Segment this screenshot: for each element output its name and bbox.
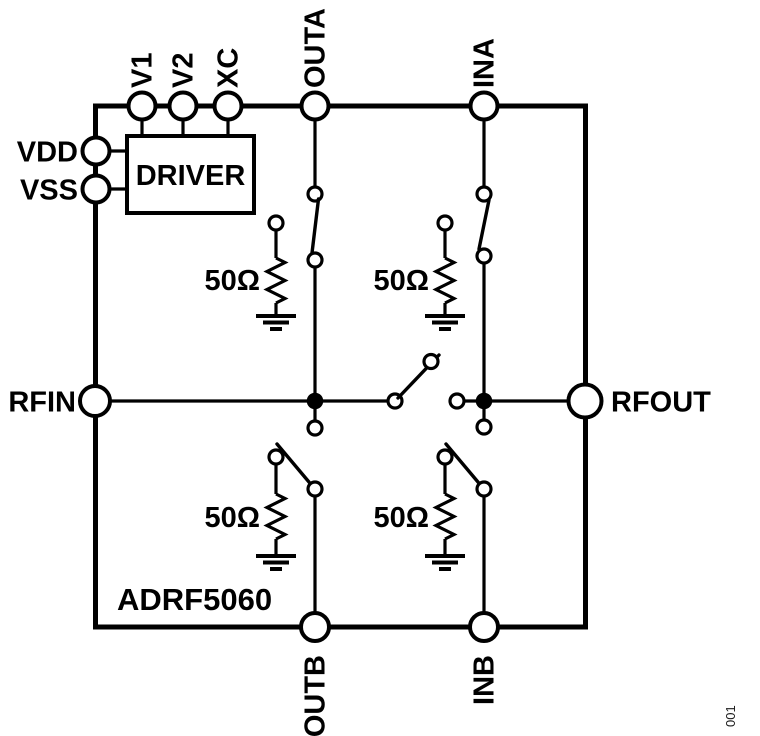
driver-connections <box>109 119 230 191</box>
pin-label-outb: OUTB <box>300 655 332 736</box>
outb-shunt-resistor <box>256 464 296 571</box>
rfout-junction-dot <box>475 392 493 410</box>
part-number-label: ADRF5060 <box>117 582 272 617</box>
resistor-label-inb-shunt: 50Ω <box>373 502 429 534</box>
resistor-label-outb-shunt: 50Ω <box>204 502 260 534</box>
pin-label-vss: VSS <box>20 175 78 207</box>
inb-series-contact-bottom <box>475 480 493 498</box>
ground-symbol <box>425 554 465 571</box>
pin-circle-rfin <box>78 384 112 418</box>
pin-circle-outb <box>299 611 331 643</box>
ground-symbol <box>256 554 296 571</box>
ina-switch-contact-top <box>475 185 493 203</box>
figure-number-label: 001 <box>723 705 738 727</box>
rfin-junction-dot <box>306 392 324 410</box>
outb-series-contact-top <box>306 419 324 437</box>
driver-block <box>125 134 256 215</box>
resistor-label-ina-shunt: 50Ω <box>373 265 429 297</box>
outb-shunt-contact <box>267 448 285 466</box>
ina-series-switch-arm <box>477 198 491 251</box>
outa-shunt-open-contact <box>267 214 285 232</box>
resistor-zigzag <box>263 256 289 305</box>
resistor-zigzag <box>263 492 289 541</box>
pin-circle-v1 <box>126 90 158 122</box>
ina-switch-contact-bottom <box>475 247 493 265</box>
pin-label-xc: XC <box>213 48 245 88</box>
resistor-zigzag <box>432 256 458 305</box>
bypass-switch <box>386 352 466 410</box>
inb-shunt-resistor <box>425 464 465 571</box>
outb-shunt-switch-arm <box>275 442 316 490</box>
pin-circle-rfout <box>566 382 604 420</box>
pin-label-rfin: RFIN <box>8 387 76 419</box>
pin-circle-v2 <box>167 90 199 122</box>
outb-series-contact-bottom <box>306 480 324 498</box>
pin-circle-outa <box>299 90 331 122</box>
resistor-label-outa-shunt: 50Ω <box>204 265 260 297</box>
inb-shunt-switch-arm <box>444 442 485 490</box>
outa-branch <box>306 119 324 410</box>
outa-series-switch-arm <box>310 197 321 255</box>
pin-label-ina: INA <box>469 38 501 88</box>
ground-symbol <box>425 314 465 331</box>
pin-label-inb: INB <box>469 655 501 705</box>
outa-shunt-resistor <box>256 214 296 331</box>
pin-label-outa: OUTA <box>300 8 332 88</box>
pin-circle-vss <box>80 173 112 205</box>
chip-outline <box>93 103 588 630</box>
pin-circle-ina <box>468 90 500 122</box>
inb-shunt-contact <box>436 448 454 466</box>
ground-symbol <box>256 314 296 331</box>
pin-circle-xc <box>212 90 244 122</box>
pin-label-v2: V2 <box>168 53 200 88</box>
bypass-arm-end-contact <box>422 352 440 371</box>
ina-shunt-resistor <box>425 214 465 331</box>
inb-branch <box>436 409 493 614</box>
pin-label-v1: V1 <box>127 53 159 88</box>
ina-shunt-open-contact <box>436 214 454 232</box>
pin-circle-vdd <box>80 135 112 167</box>
driver-label: DRIVER <box>136 160 246 192</box>
inb-series-contact-top <box>475 418 493 436</box>
pin-label-rfout: RFOUT <box>611 387 711 419</box>
pin-circle-inb <box>468 611 500 643</box>
resistor-zigzag <box>432 492 458 541</box>
ina-branch <box>475 119 493 410</box>
bypass-contact-right <box>448 392 466 410</box>
pin-label-vdd: VDD <box>17 137 78 169</box>
outa-switch-contact-bottom <box>306 251 324 269</box>
